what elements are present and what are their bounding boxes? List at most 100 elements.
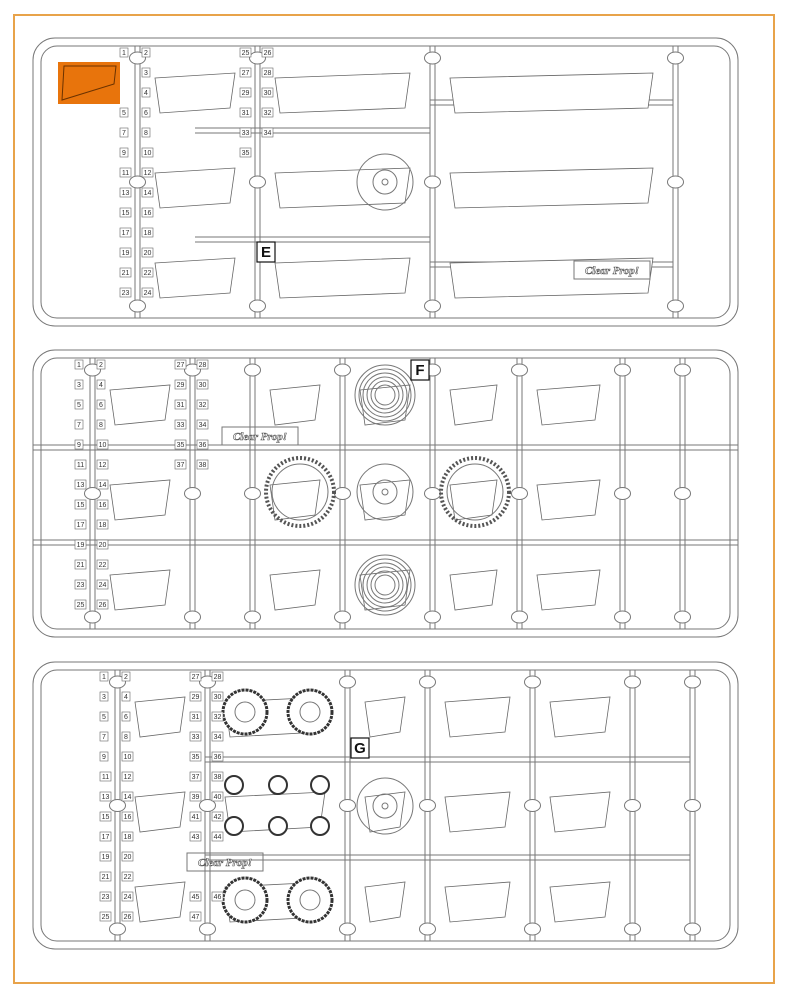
kit-part [549, 881, 611, 923]
part-number: 28 [264, 70, 272, 77]
part-number-box [141, 67, 151, 78]
attachment-gate [424, 487, 441, 500]
part-number-box [261, 87, 274, 98]
attachment-gate [424, 175, 441, 189]
part-number-box [196, 439, 209, 450]
part-number: 14 [99, 482, 107, 489]
part-number: 9 [77, 442, 81, 449]
tire-part [221, 876, 269, 924]
attachment-gate [339, 799, 356, 812]
part-number-box [74, 439, 84, 450]
part-number-box [74, 539, 87, 550]
part-number: 46 [214, 894, 222, 901]
part-number: 36 [199, 442, 207, 449]
part-number: 10 [124, 754, 132, 761]
part-number: 20 [124, 854, 132, 861]
part-number-box [174, 459, 187, 470]
part-number-box [119, 127, 129, 138]
part-number: 14 [144, 190, 152, 197]
part-number: 9 [102, 754, 106, 761]
attachment-gate [109, 922, 126, 936]
part-number-box [141, 47, 151, 58]
part-number-box [99, 791, 112, 802]
sprue-letter: E [261, 244, 271, 261]
attachment-gate [109, 799, 126, 812]
part-number: 31 [242, 110, 250, 117]
attachment-gate [524, 922, 541, 936]
part-number-box [96, 499, 109, 510]
part-number-box [96, 539, 109, 550]
turbine-fan-part [366, 566, 404, 604]
part-number: 32 [214, 714, 222, 721]
turbine-fan-part [370, 380, 400, 410]
part-number-box [174, 419, 187, 430]
kit-part [274, 257, 411, 299]
attachment-gate [244, 363, 261, 377]
turbine-fan-part [358, 368, 412, 422]
part-number: 12 [144, 170, 152, 177]
part-number-box [96, 419, 106, 430]
sprue-letter: F [415, 362, 424, 379]
part-number-box [121, 911, 134, 922]
tire-hub [234, 701, 256, 723]
kit-part [536, 569, 601, 611]
part-number-box [74, 359, 84, 370]
part-number: 30 [214, 694, 222, 701]
part-number: 3 [102, 694, 106, 701]
wheel-center [381, 178, 389, 186]
part-number: 34 [199, 422, 207, 429]
part-number-box [119, 167, 132, 178]
part-number-box [121, 851, 134, 862]
attachment-gate [424, 610, 441, 624]
part-number-box [211, 711, 224, 722]
attachment-gate [624, 799, 641, 812]
part-number: 30 [264, 90, 272, 97]
attachment-gate [624, 675, 641, 689]
part-number: 21 [77, 562, 85, 569]
engine-ring-part [439, 456, 511, 528]
part-number: 13 [77, 482, 85, 489]
small-wheel-part [224, 816, 244, 836]
attachment-gate [684, 675, 701, 689]
attachment-gate [674, 363, 691, 377]
part-number: 16 [144, 210, 152, 217]
attachment-gate [524, 675, 541, 689]
part-number-box [119, 267, 132, 278]
attachment-gate [419, 922, 436, 936]
part-number: 27 [192, 674, 200, 681]
kit-part [444, 881, 511, 923]
part-number: 1 [77, 362, 81, 369]
part-number-box [189, 731, 202, 742]
part-number-box [119, 107, 129, 118]
part-number-box [74, 399, 84, 410]
clear-prop-logo: Clear Prop! [585, 265, 639, 277]
attachment-gate [419, 675, 436, 689]
part-number: 34 [264, 130, 272, 137]
part-number-box [74, 579, 87, 590]
part-number-box [189, 831, 202, 842]
wheel-hub [372, 169, 398, 195]
kit-part [449, 479, 498, 521]
part-number-box [261, 47, 274, 58]
part-number: 28 [199, 362, 207, 369]
part-number: 31 [192, 714, 200, 721]
attachment-gate [614, 487, 631, 500]
part-number-box [141, 147, 154, 158]
kit-part [449, 384, 498, 426]
part-number: 43 [192, 834, 200, 841]
part-number: 38 [199, 462, 207, 469]
attachment-gate [249, 299, 266, 313]
small-wheel-part [224, 775, 244, 795]
part-number: 35 [192, 754, 200, 761]
kit-part [134, 696, 186, 738]
wheel-hub [372, 479, 398, 505]
attachment-gate [249, 51, 266, 65]
part-number: 13 [122, 190, 130, 197]
attachment-gate [524, 799, 541, 812]
part-number-box [189, 711, 202, 722]
part-number-box [141, 187, 154, 198]
part-number-box [211, 671, 224, 682]
engine-ring-part [264, 456, 336, 528]
wheel-part [356, 153, 414, 211]
part-number-box [96, 439, 109, 450]
